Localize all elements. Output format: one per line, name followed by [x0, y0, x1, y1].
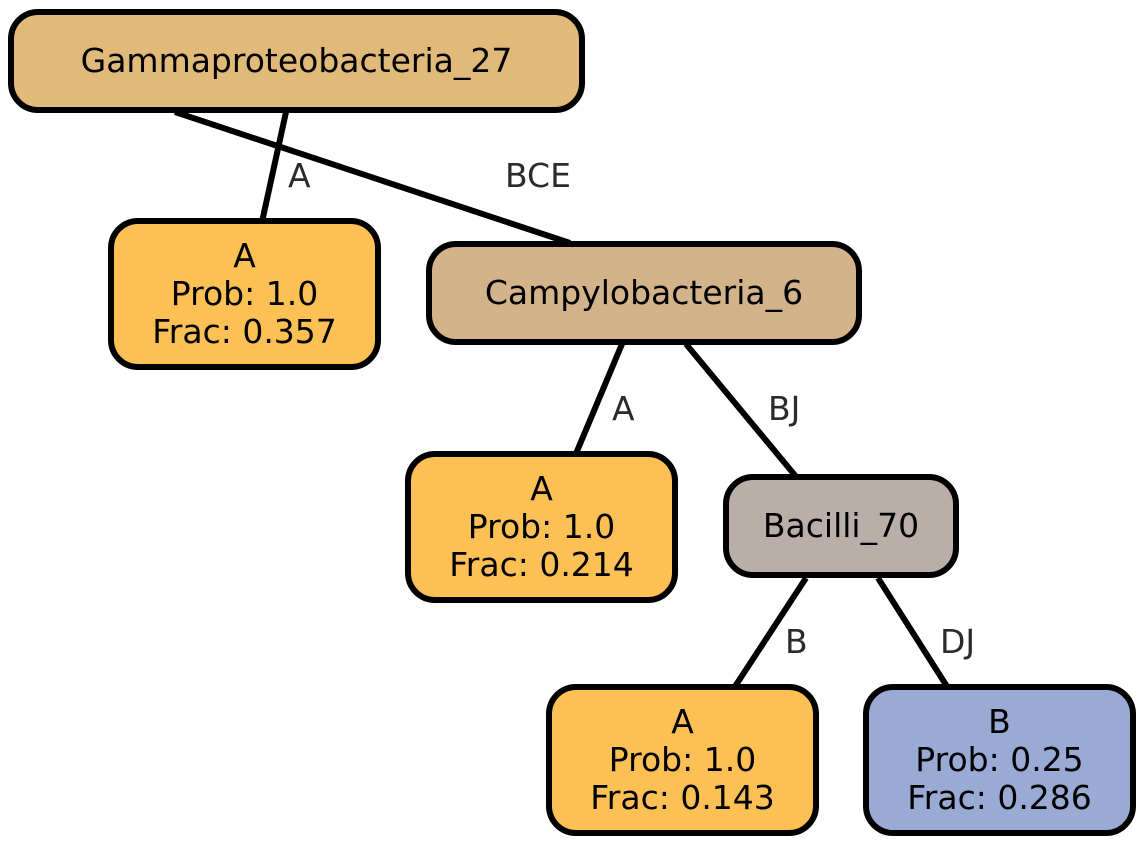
edge-label-bacilli-leaf4: DJ [940, 622, 976, 661]
edge-campy-bacilli [683, 342, 801, 481]
node-label: Bacilli_70 [762, 506, 920, 545]
leaf-class: B [988, 702, 1011, 741]
node-label: Campylobacteria_6 [484, 273, 804, 312]
leaf-frac: Frac: 0.143 [590, 778, 775, 817]
node-bacilli: Bacilli_70 [723, 474, 959, 578]
leaf-node-3: A Prob: 1.0 Frac: 0.143 [546, 684, 819, 836]
edge-gamma-leaf1 [259, 111, 289, 223]
leaf-class: A [233, 236, 256, 275]
edge-label-gamma-leaf1: A [288, 156, 311, 195]
edge-gamma-campy [174, 109, 571, 246]
leaf-class: A [530, 469, 553, 508]
edge-label-gamma-campy: BCE [505, 156, 571, 195]
node-campylobacteria: Campylobacteria_6 [426, 241, 862, 345]
leaf-prob: Prob: 1.0 [608, 740, 757, 779]
leaf-class: A [671, 702, 694, 741]
edge-label-bacilli-leaf3: B [785, 622, 808, 661]
leaf-prob: Prob: 0.25 [915, 740, 1084, 779]
node-gammaproteobacteria: Gammaproteobacteria_27 [8, 9, 585, 113]
leaf-frac: Frac: 0.214 [449, 545, 634, 584]
node-label: Gammaproteobacteria_27 [80, 41, 513, 80]
leaf-node-4: B Prob: 0.25 Frac: 0.286 [863, 684, 1136, 836]
leaf-prob: Prob: 1.0 [467, 507, 616, 546]
leaf-prob: Prob: 1.0 [170, 274, 319, 313]
leaf-node-2: A Prob: 1.0 Frac: 0.214 [405, 451, 678, 603]
leaf-frac: Frac: 0.286 [907, 778, 1092, 817]
edge-bacilli-leaf4 [875, 576, 951, 690]
edge-label-campy-leaf2: A [612, 389, 635, 428]
leaf-node-1: A Prob: 1.0 Frac: 0.357 [108, 218, 381, 370]
edge-campy-leaf2 [572, 342, 625, 458]
leaf-frac: Frac: 0.357 [152, 312, 337, 351]
edge-bacilli-leaf3 [731, 576, 809, 690]
edge-label-campy-bacilli: BJ [768, 389, 801, 428]
